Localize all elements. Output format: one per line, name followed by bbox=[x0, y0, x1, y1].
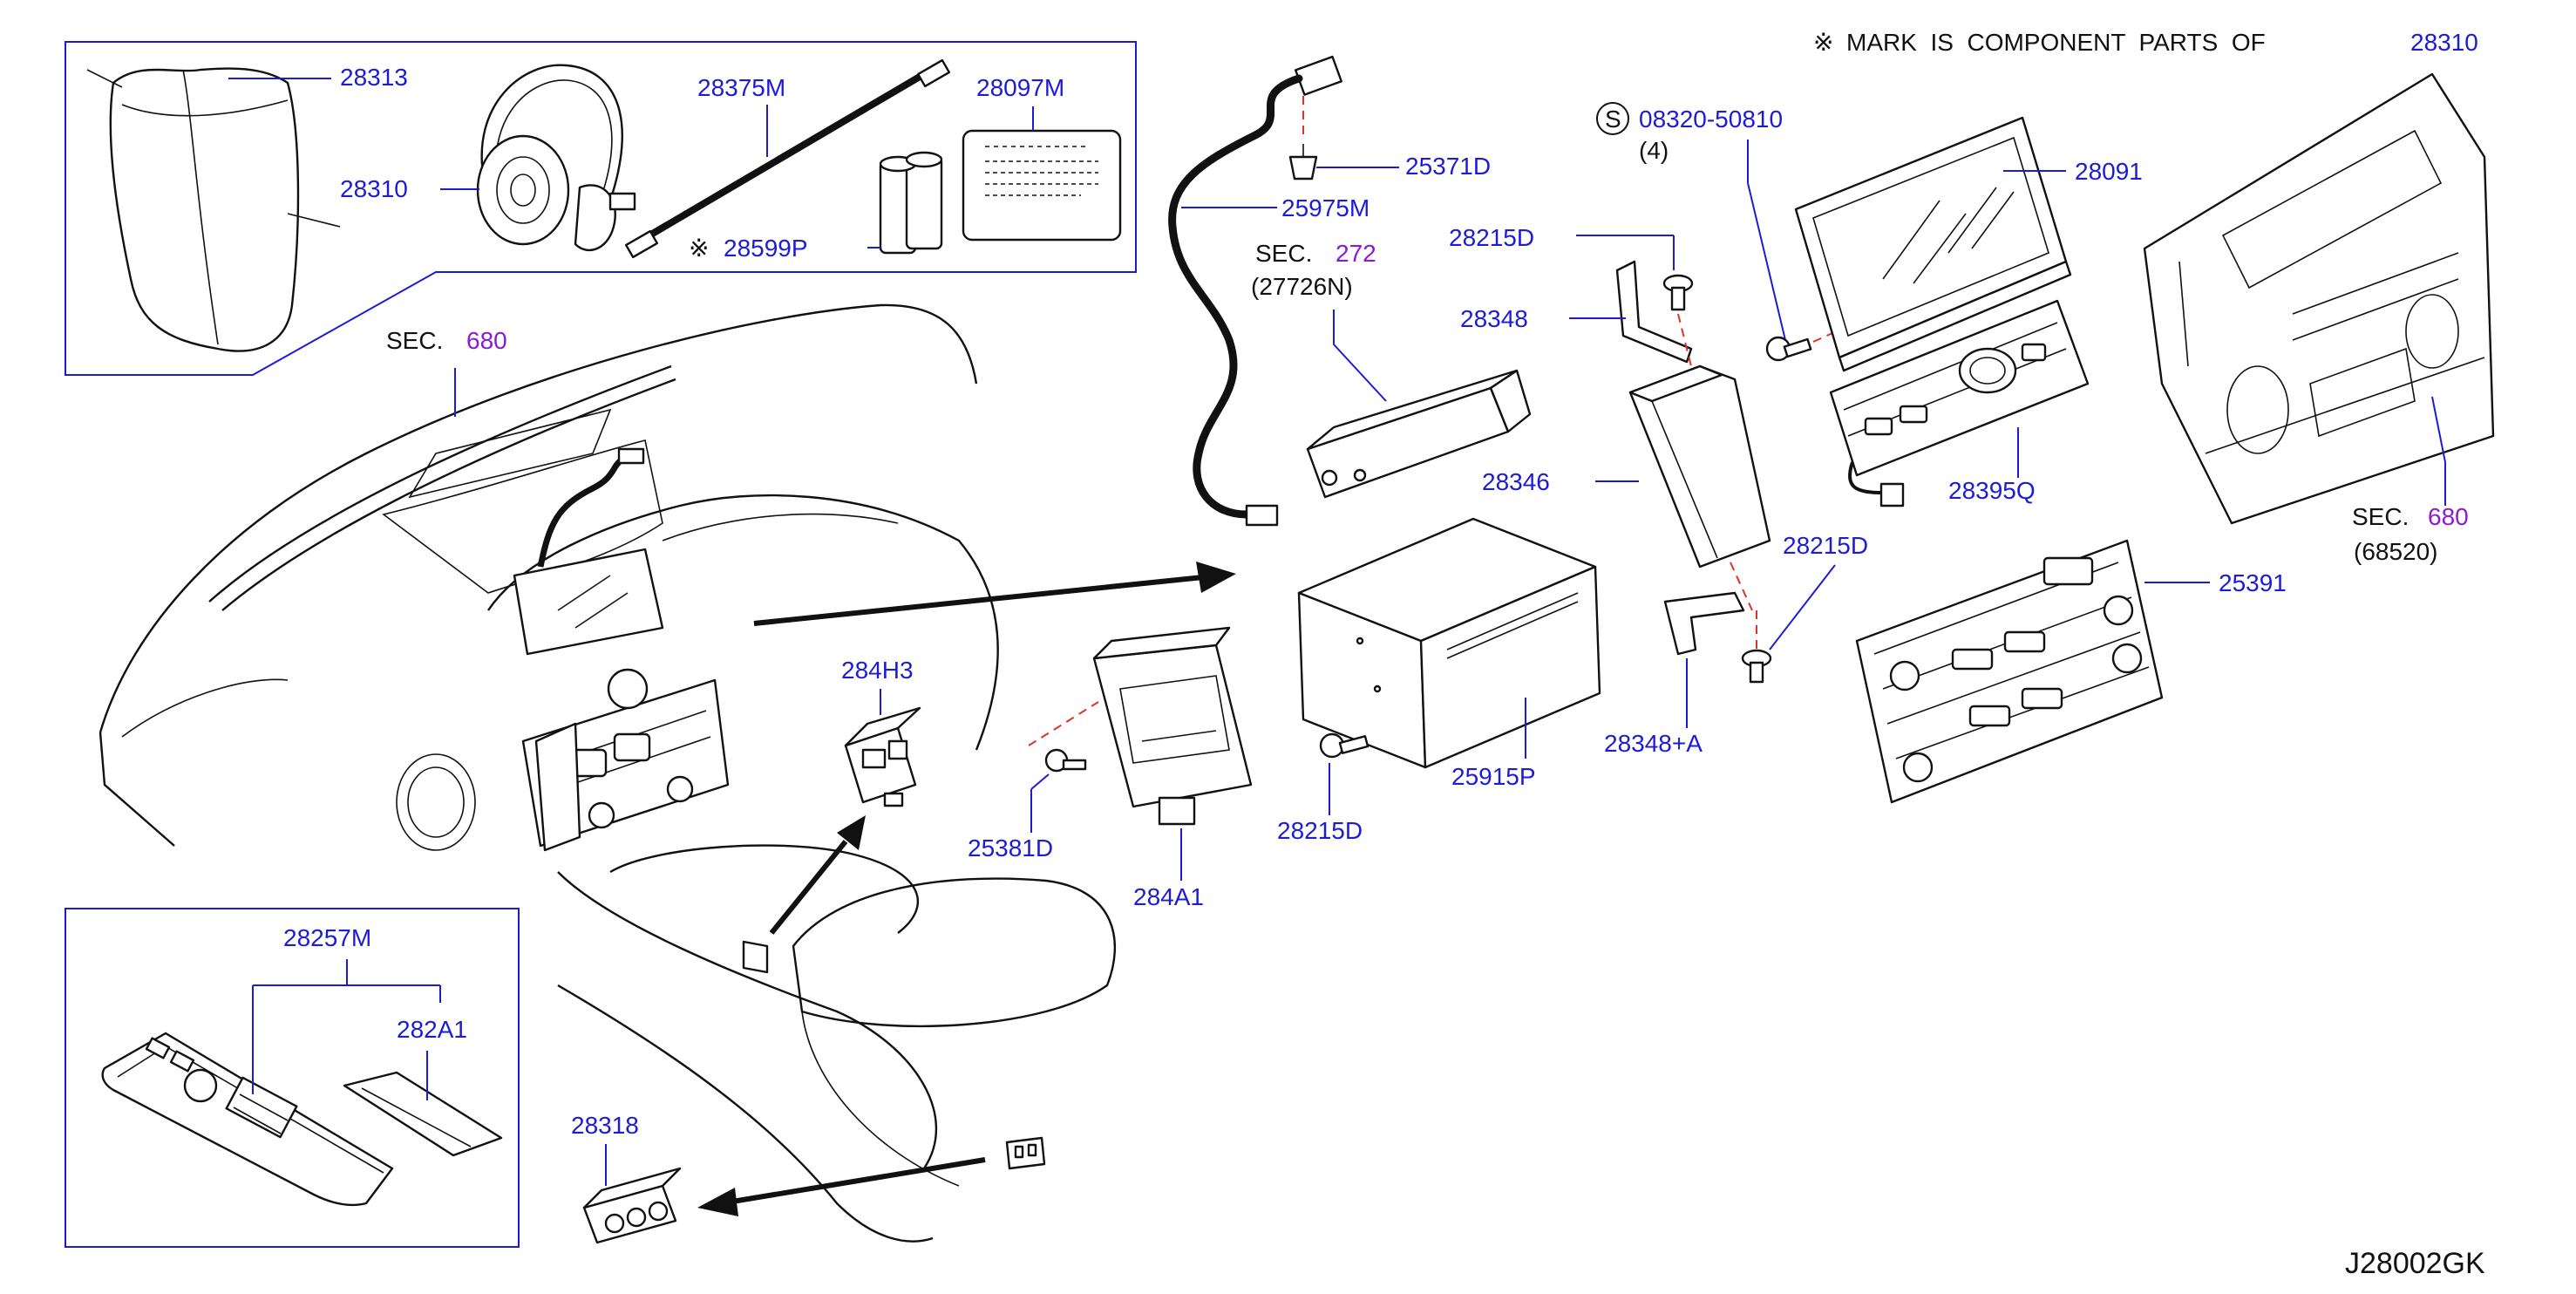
label-sec-680-prefix: SEC. bbox=[386, 327, 443, 354]
svg-text:S: S bbox=[1605, 106, 1621, 133]
label-282A1: 282A1 bbox=[397, 1016, 467, 1043]
label-sec-680b-sub: (68520) bbox=[2354, 538, 2438, 565]
label-28215D-top: 28215D bbox=[1449, 224, 1534, 251]
screw-08320-drawing bbox=[1765, 336, 1812, 362]
unit-25915P-drawing bbox=[1297, 517, 1601, 769]
diagram-id: J28002GK bbox=[2345, 1247, 2485, 1280]
screw-25381D-drawing bbox=[1044, 748, 1087, 773]
label-28215D-right: 28215D bbox=[1783, 532, 1868, 559]
label-284H3: 284H3 bbox=[841, 657, 914, 684]
battery-drawing bbox=[879, 151, 943, 255]
display-28091-drawing bbox=[1794, 116, 2072, 372]
label-284A1: 284A1 bbox=[1133, 883, 1204, 910]
arrow-to-usb bbox=[769, 840, 848, 935]
label-28599P: 28599P bbox=[724, 235, 808, 262]
bracket-28348A-drawing bbox=[1663, 591, 1745, 656]
label-sec-272-number: 272 bbox=[1336, 240, 1376, 267]
label-08320-qty: (4) bbox=[1639, 137, 1669, 164]
label-25975M: 25975M bbox=[1281, 194, 1370, 221]
mark-part-number: 28310 bbox=[2410, 29, 2478, 56]
bracket-28348-drawing bbox=[1615, 260, 1693, 364]
label-28375M: 28375M bbox=[697, 74, 785, 101]
label-28257M: 28257M bbox=[283, 924, 371, 951]
center-console-drawing bbox=[609, 844, 1117, 1187]
standard-part-symbol: S bbox=[1596, 102, 1629, 135]
label-25391: 25391 bbox=[2219, 569, 2287, 596]
remote-control-drawing bbox=[101, 1032, 394, 1207]
module-28346-drawing bbox=[1628, 364, 1771, 569]
label-28097M: 28097M bbox=[976, 74, 1064, 101]
screw-28215D-top-drawing bbox=[1662, 274, 1694, 311]
label-25915P: 25915P bbox=[1451, 763, 1536, 790]
label-28318: 28318 bbox=[571, 1112, 639, 1139]
instruction-card-drawing bbox=[962, 129, 1122, 242]
screw-28215D-lower-drawing bbox=[1319, 732, 1370, 759]
label-28215D-lower: 28215D bbox=[1277, 817, 1363, 844]
bezel-sec-680-drawing bbox=[2143, 72, 2495, 525]
switch-panel-25391-drawing bbox=[1855, 539, 2164, 804]
clip-25371D-drawing bbox=[1288, 144, 1318, 180]
label-25381D: 25381D bbox=[968, 834, 1053, 862]
label-25371D: 25371D bbox=[1405, 153, 1491, 180]
label-28091: 28091 bbox=[2075, 158, 2143, 185]
antenna-module-drawing bbox=[1306, 369, 1532, 499]
storage-bag-drawing bbox=[86, 67, 341, 352]
label-28348A: 28348+A bbox=[1604, 730, 1703, 757]
mark-symbol: ※ bbox=[1813, 29, 1833, 56]
screw-28215D-right-drawing bbox=[1741, 649, 1772, 684]
label-28346: 28346 bbox=[1482, 468, 1550, 495]
label-28310: 28310 bbox=[340, 175, 408, 202]
label-sec-680b-prefix: SEC. bbox=[2352, 503, 2409, 530]
usb-connector-284H3-drawing bbox=[844, 706, 921, 807]
label-28313: 28313 bbox=[340, 64, 408, 91]
arrow-dash-to-components bbox=[753, 575, 1204, 626]
dash-display-drawing bbox=[513, 447, 664, 656]
dashboard-drawing bbox=[99, 303, 999, 1243]
cable-25975M-drawing bbox=[1168, 55, 1342, 527]
label-28348: 28348 bbox=[1460, 305, 1528, 332]
module-284A1-drawing bbox=[1092, 626, 1253, 826]
label-08320-50810: 08320-50810 bbox=[1639, 106, 1783, 133]
control-unit-28395Q-drawing bbox=[1829, 299, 2090, 507]
accessory-inset-frame bbox=[65, 41, 1137, 376]
headphones-drawing bbox=[476, 64, 636, 252]
label-sec-272-sub: (27726N) bbox=[1251, 273, 1353, 300]
label-sec-680b-number: 680 bbox=[2428, 503, 2469, 530]
mark-symbol-28599P: ※ bbox=[689, 235, 709, 262]
battery-cover-drawing bbox=[343, 1071, 503, 1157]
audio-cable-drawing bbox=[624, 58, 951, 259]
arrow-to-jack-box bbox=[731, 1157, 986, 1204]
mark-note: MARK IS COMPONENT PARTS OF bbox=[1846, 29, 2266, 56]
label-28395Q: 28395Q bbox=[1948, 477, 2036, 504]
dash-control-panel-drawing bbox=[521, 668, 730, 852]
remote-inset-frame bbox=[65, 908, 520, 1248]
jack-box-28318-drawing bbox=[582, 1167, 682, 1244]
label-sec-272-prefix: SEC. bbox=[1255, 240, 1312, 267]
label-sec-680-number: 680 bbox=[466, 327, 507, 354]
